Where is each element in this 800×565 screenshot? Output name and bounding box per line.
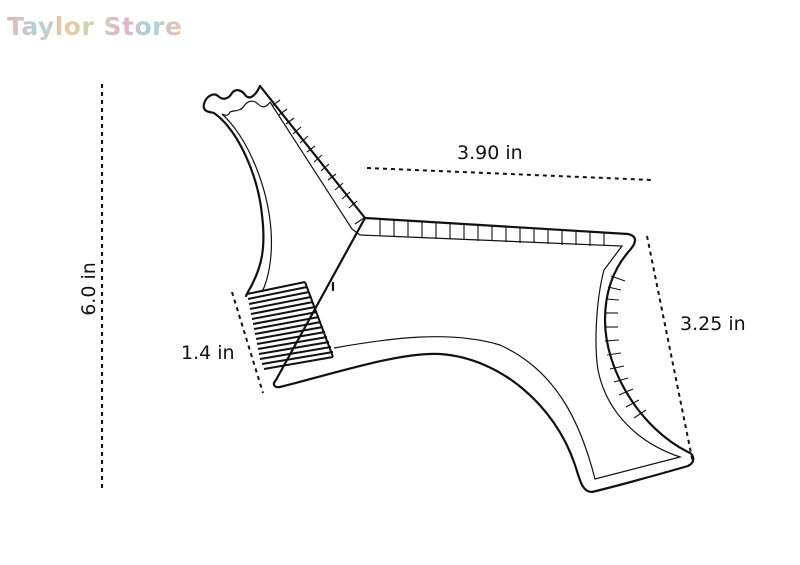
inner-top-wave	[221, 100, 271, 116]
inner-diagonal	[269, 101, 361, 236]
ruler-ticks-top	[379, 219, 605, 246]
inner-left-curve	[221, 113, 273, 293]
template-outline	[202, 84, 695, 494]
outer-diagonal-edge	[258, 84, 367, 220]
right-height-label: 3.25 in	[680, 313, 746, 335]
outer-edge	[202, 84, 695, 494]
inner-top-edge	[333, 234, 683, 480]
template-inner-outline	[221, 100, 683, 480]
ruler-ticks-diagonal	[271, 99, 365, 225]
overall-height-label: 6.0 in	[77, 262, 100, 316]
store-watermark: Taylor Store	[7, 12, 183, 41]
top-width-label: 3.90 in	[457, 142, 523, 164]
top-width-line	[366, 167, 653, 181]
right-height-line	[646, 235, 694, 464]
ruler-ticks-right	[604, 275, 647, 419]
comb-length-line	[231, 291, 264, 394]
comb-teeth	[246, 281, 334, 370]
dimension-lines	[101, 84, 694, 492]
comb-length-label: 1.4 in	[181, 342, 235, 364]
